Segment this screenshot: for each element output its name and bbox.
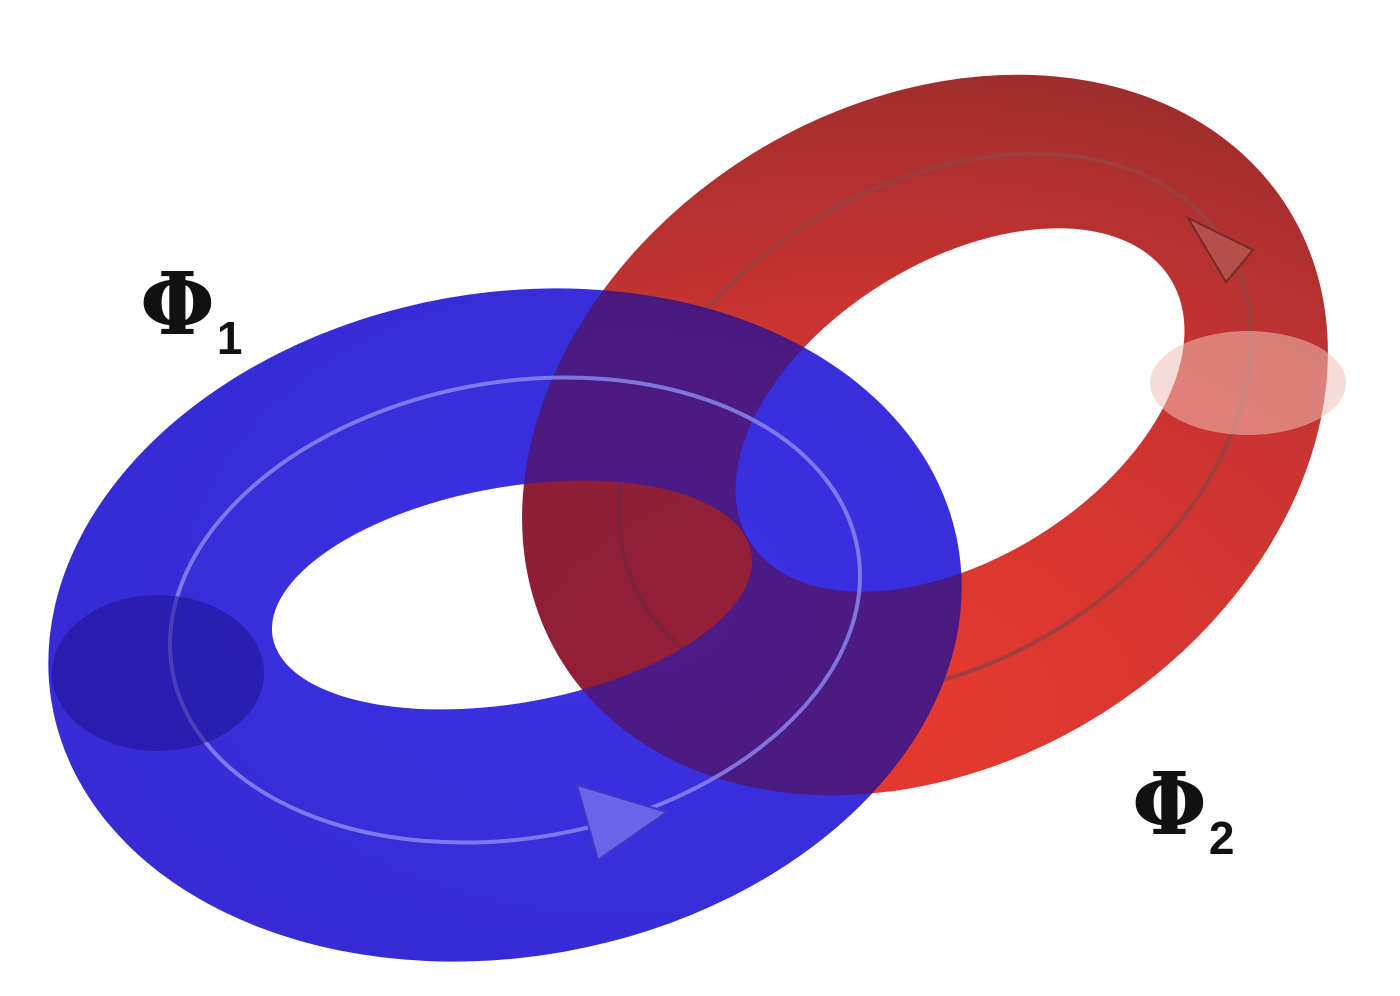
flux-label-phi-1: Φ1	[140, 262, 243, 362]
flux-label-phi-2: Φ2	[1132, 762, 1235, 862]
flux-2-subscript: 2	[1208, 812, 1235, 864]
flux-1-symbol: Φ	[140, 254, 215, 355]
torus-1-arrowhead-cone-icon	[575, 783, 670, 862]
flux-1-subscript: 1	[216, 312, 243, 364]
flux-2-symbol: Φ	[1132, 754, 1207, 855]
torus-1-cross-section	[52, 595, 264, 751]
